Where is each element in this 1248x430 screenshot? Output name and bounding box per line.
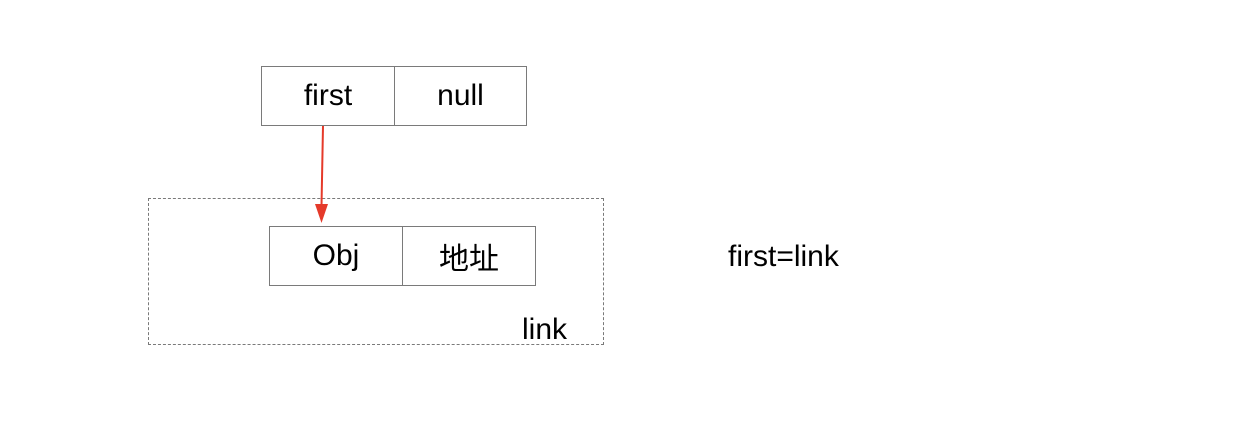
first-cell-label: first	[303, 79, 353, 112]
obj-cell: Obj	[269, 226, 403, 286]
pointer-arrow-shaft	[320, 125, 324, 207]
address-cell-label: 地址	[439, 243, 499, 276]
link-frame	[148, 198, 604, 345]
obj-cell-label: Obj	[312, 239, 360, 272]
address-cell: 地址	[402, 226, 536, 286]
first-cell: first	[261, 66, 395, 126]
null-cell-label: null	[437, 79, 484, 112]
assignment-label: first=link	[728, 240, 839, 273]
link-frame-label: link	[522, 313, 568, 346]
null-cell: null	[394, 66, 527, 126]
